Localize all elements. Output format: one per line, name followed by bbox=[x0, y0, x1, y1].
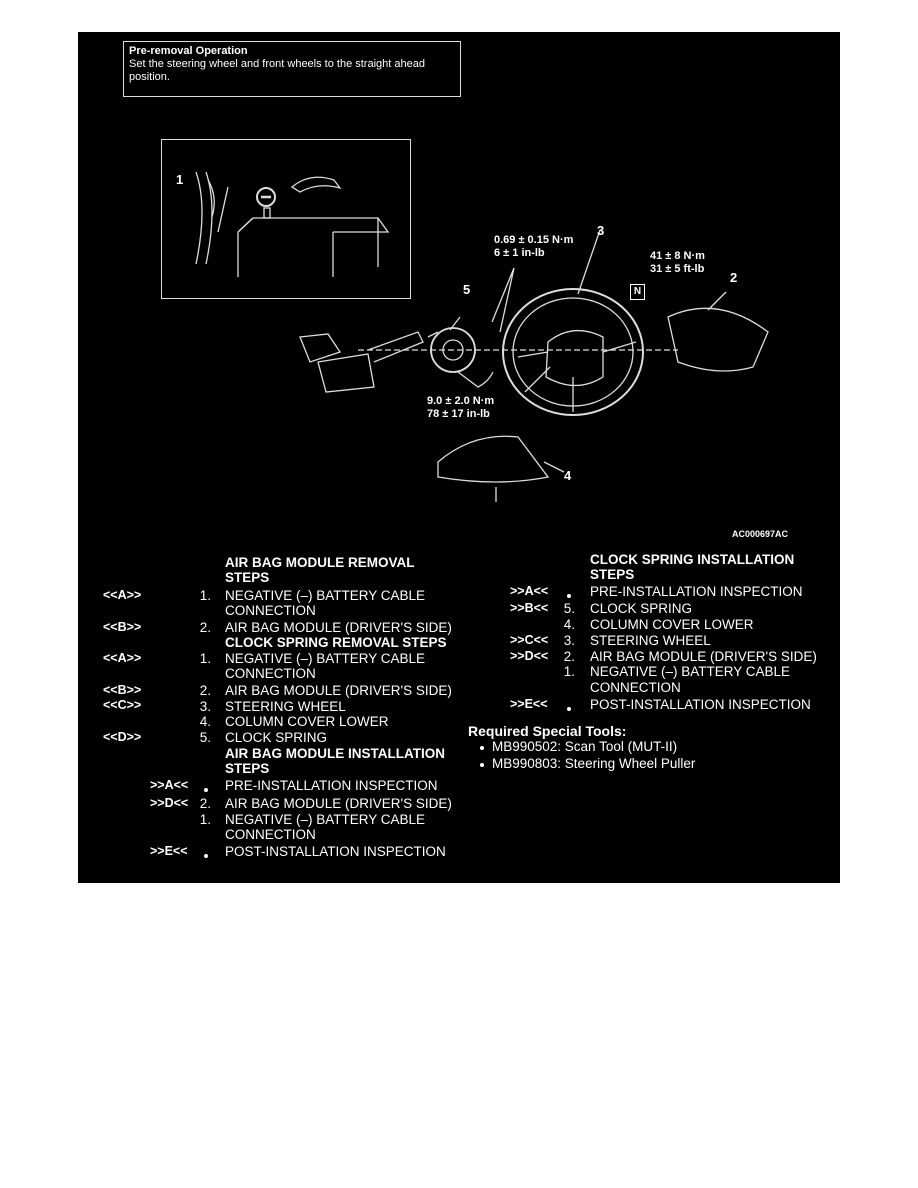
step-ref: <<A>> bbox=[103, 588, 142, 602]
special-tools-heading: Required Special Tools: bbox=[468, 723, 627, 739]
tool-item: MB990803: Steering Wheel Puller bbox=[492, 756, 696, 771]
step-index: 1. bbox=[199, 588, 211, 603]
step-ref: <<A>> bbox=[103, 651, 142, 665]
pre-removal-title: Pre-removal Operation bbox=[129, 45, 248, 57]
step-index: 2. bbox=[199, 796, 211, 811]
step-label: AIR BAG MODULE (DRIVER'S SIDE) bbox=[225, 683, 452, 698]
step-ref: <<B>> bbox=[103, 683, 142, 697]
step-label: AIR BAG MODULE (DRIVER'S SIDE) bbox=[590, 649, 817, 664]
step-ref: >>E<< bbox=[510, 697, 548, 711]
procedure-panel: Pre-removal Operation Set the steering w… bbox=[78, 32, 840, 883]
tool-item: MB990502: Scan Tool (MUT-II) bbox=[492, 739, 678, 754]
bullet-icon bbox=[567, 594, 571, 598]
figure-id: AC000697AC bbox=[732, 529, 789, 539]
step-ref: >>A<< bbox=[150, 778, 189, 792]
torque-callout-wheel-nut: 9.0 ± 2.0 N·m 78 ± 17 in-lb bbox=[427, 395, 494, 421]
bullet-icon bbox=[204, 854, 208, 858]
part-number-1: 1 bbox=[176, 172, 184, 187]
step-index: 3. bbox=[199, 699, 211, 714]
step-label: PRE-INSTALLATION INSPECTION bbox=[590, 584, 803, 599]
step-label: PRE-INSTALLATION INSPECTION bbox=[225, 778, 438, 793]
airbag-removal-heading-2: STEPS bbox=[225, 570, 270, 585]
step-ref: >>B<< bbox=[510, 601, 549, 615]
torque-metric: 41 ± 8 N·m bbox=[650, 250, 705, 262]
step-label: COLUMN COVER LOWER bbox=[590, 617, 754, 632]
torque-metric: 9.0 ± 2.0 N·m bbox=[427, 395, 495, 407]
step-label: STEERING WHEEL bbox=[225, 699, 346, 714]
step-index: 2. bbox=[199, 620, 211, 635]
step-ref: >>D<< bbox=[510, 649, 549, 663]
step-index: 5. bbox=[563, 601, 575, 616]
n-marker: N bbox=[630, 284, 645, 300]
torque-metric: 0.69 ± 0.15 N·m bbox=[494, 234, 574, 246]
bullet-icon bbox=[204, 788, 208, 792]
step-index: 4. bbox=[199, 714, 211, 729]
step-index: 3. bbox=[563, 633, 575, 648]
step-ref: >>A<< bbox=[510, 584, 549, 598]
clock-install-heading: CLOCK SPRING INSTALLATION bbox=[590, 552, 795, 567]
torque-imperial: 6 ± 1 in-lb bbox=[494, 247, 545, 259]
steering-assembly-illustration bbox=[195, 171, 769, 502]
step-label-cont: CONNECTION bbox=[225, 827, 316, 842]
step-index: 5. bbox=[199, 730, 211, 745]
part-number-4: 4 bbox=[564, 468, 572, 483]
bullet-icon bbox=[480, 746, 484, 750]
torque-callout-airbag: 41 ± 8 N·m 31 ± 5 ft-lb bbox=[650, 250, 705, 276]
torque-imperial: 31 ± 5 ft-lb bbox=[650, 263, 705, 275]
step-index: 2. bbox=[563, 649, 575, 664]
torque-callout-clock-spring: 0.69 ± 0.15 N·m 6 ± 1 in-lb bbox=[494, 234, 573, 260]
pre-removal-box: Pre-removal Operation Set the steering w… bbox=[123, 41, 461, 97]
step-ref: >>C<< bbox=[510, 633, 549, 647]
step-label: AIR BAG MODULE (DRIVER'S SIDE) bbox=[225, 796, 452, 811]
step-label-cont: CONNECTION bbox=[225, 603, 316, 618]
torque-imperial: 78 ± 17 in-lb bbox=[427, 408, 490, 420]
step-label: NEGATIVE (–) BATTERY CABLE bbox=[225, 588, 426, 603]
part-number-5: 5 bbox=[463, 282, 471, 297]
step-ref: <<B>> bbox=[103, 620, 142, 634]
part-number-2: 2 bbox=[730, 270, 738, 285]
pre-removal-text: Set the steering wheel and front wheels … bbox=[129, 58, 425, 83]
step-label-cont: CONNECTION bbox=[590, 680, 681, 695]
step-label: POST-INSTALLATION INSPECTION bbox=[225, 844, 446, 859]
bullet-icon bbox=[480, 763, 484, 767]
step-label: AIR BAG MODULE (DRIVER'S SIDE) bbox=[225, 620, 452, 635]
step-label: CLOCK SPRING bbox=[590, 601, 693, 616]
clock-removal-heading: CLOCK SPRING REMOVAL STEPS bbox=[225, 635, 447, 650]
step-ref: >>D<< bbox=[150, 796, 189, 810]
step-label: NEGATIVE (–) BATTERY CABLE bbox=[590, 664, 791, 679]
step-label: POST-INSTALLATION INSPECTION bbox=[590, 697, 811, 712]
bullet-icon bbox=[567, 707, 571, 711]
clock-install-heading-2: STEPS bbox=[590, 567, 635, 582]
step-label-cont: CONNECTION bbox=[225, 666, 316, 681]
step-index: 1. bbox=[563, 664, 575, 679]
step-label: NEGATIVE (–) BATTERY CABLE bbox=[225, 812, 426, 827]
step-index: 1. bbox=[199, 651, 211, 666]
step-ref: <<D>> bbox=[103, 730, 142, 744]
step-ref: <<C>> bbox=[103, 698, 142, 712]
step-label: CLOCK SPRING bbox=[225, 730, 328, 745]
step-index: 2. bbox=[199, 683, 211, 698]
step-index: 1. bbox=[199, 812, 211, 827]
step-label: COLUMN COVER LOWER bbox=[225, 714, 389, 729]
step-ref: >>E<< bbox=[150, 844, 188, 858]
part-number-3: 3 bbox=[597, 223, 605, 238]
step-label: NEGATIVE (–) BATTERY CABLE bbox=[225, 651, 426, 666]
battery-inset-frame bbox=[161, 139, 411, 299]
step-index: 4. bbox=[563, 617, 575, 632]
airbag-install-heading-2: STEPS bbox=[225, 761, 270, 776]
step-label: STEERING WHEEL bbox=[590, 633, 711, 648]
airbag-install-heading: AIR BAG MODULE INSTALLATION bbox=[225, 746, 445, 761]
airbag-removal-heading: AIR BAG MODULE REMOVAL bbox=[225, 555, 415, 570]
